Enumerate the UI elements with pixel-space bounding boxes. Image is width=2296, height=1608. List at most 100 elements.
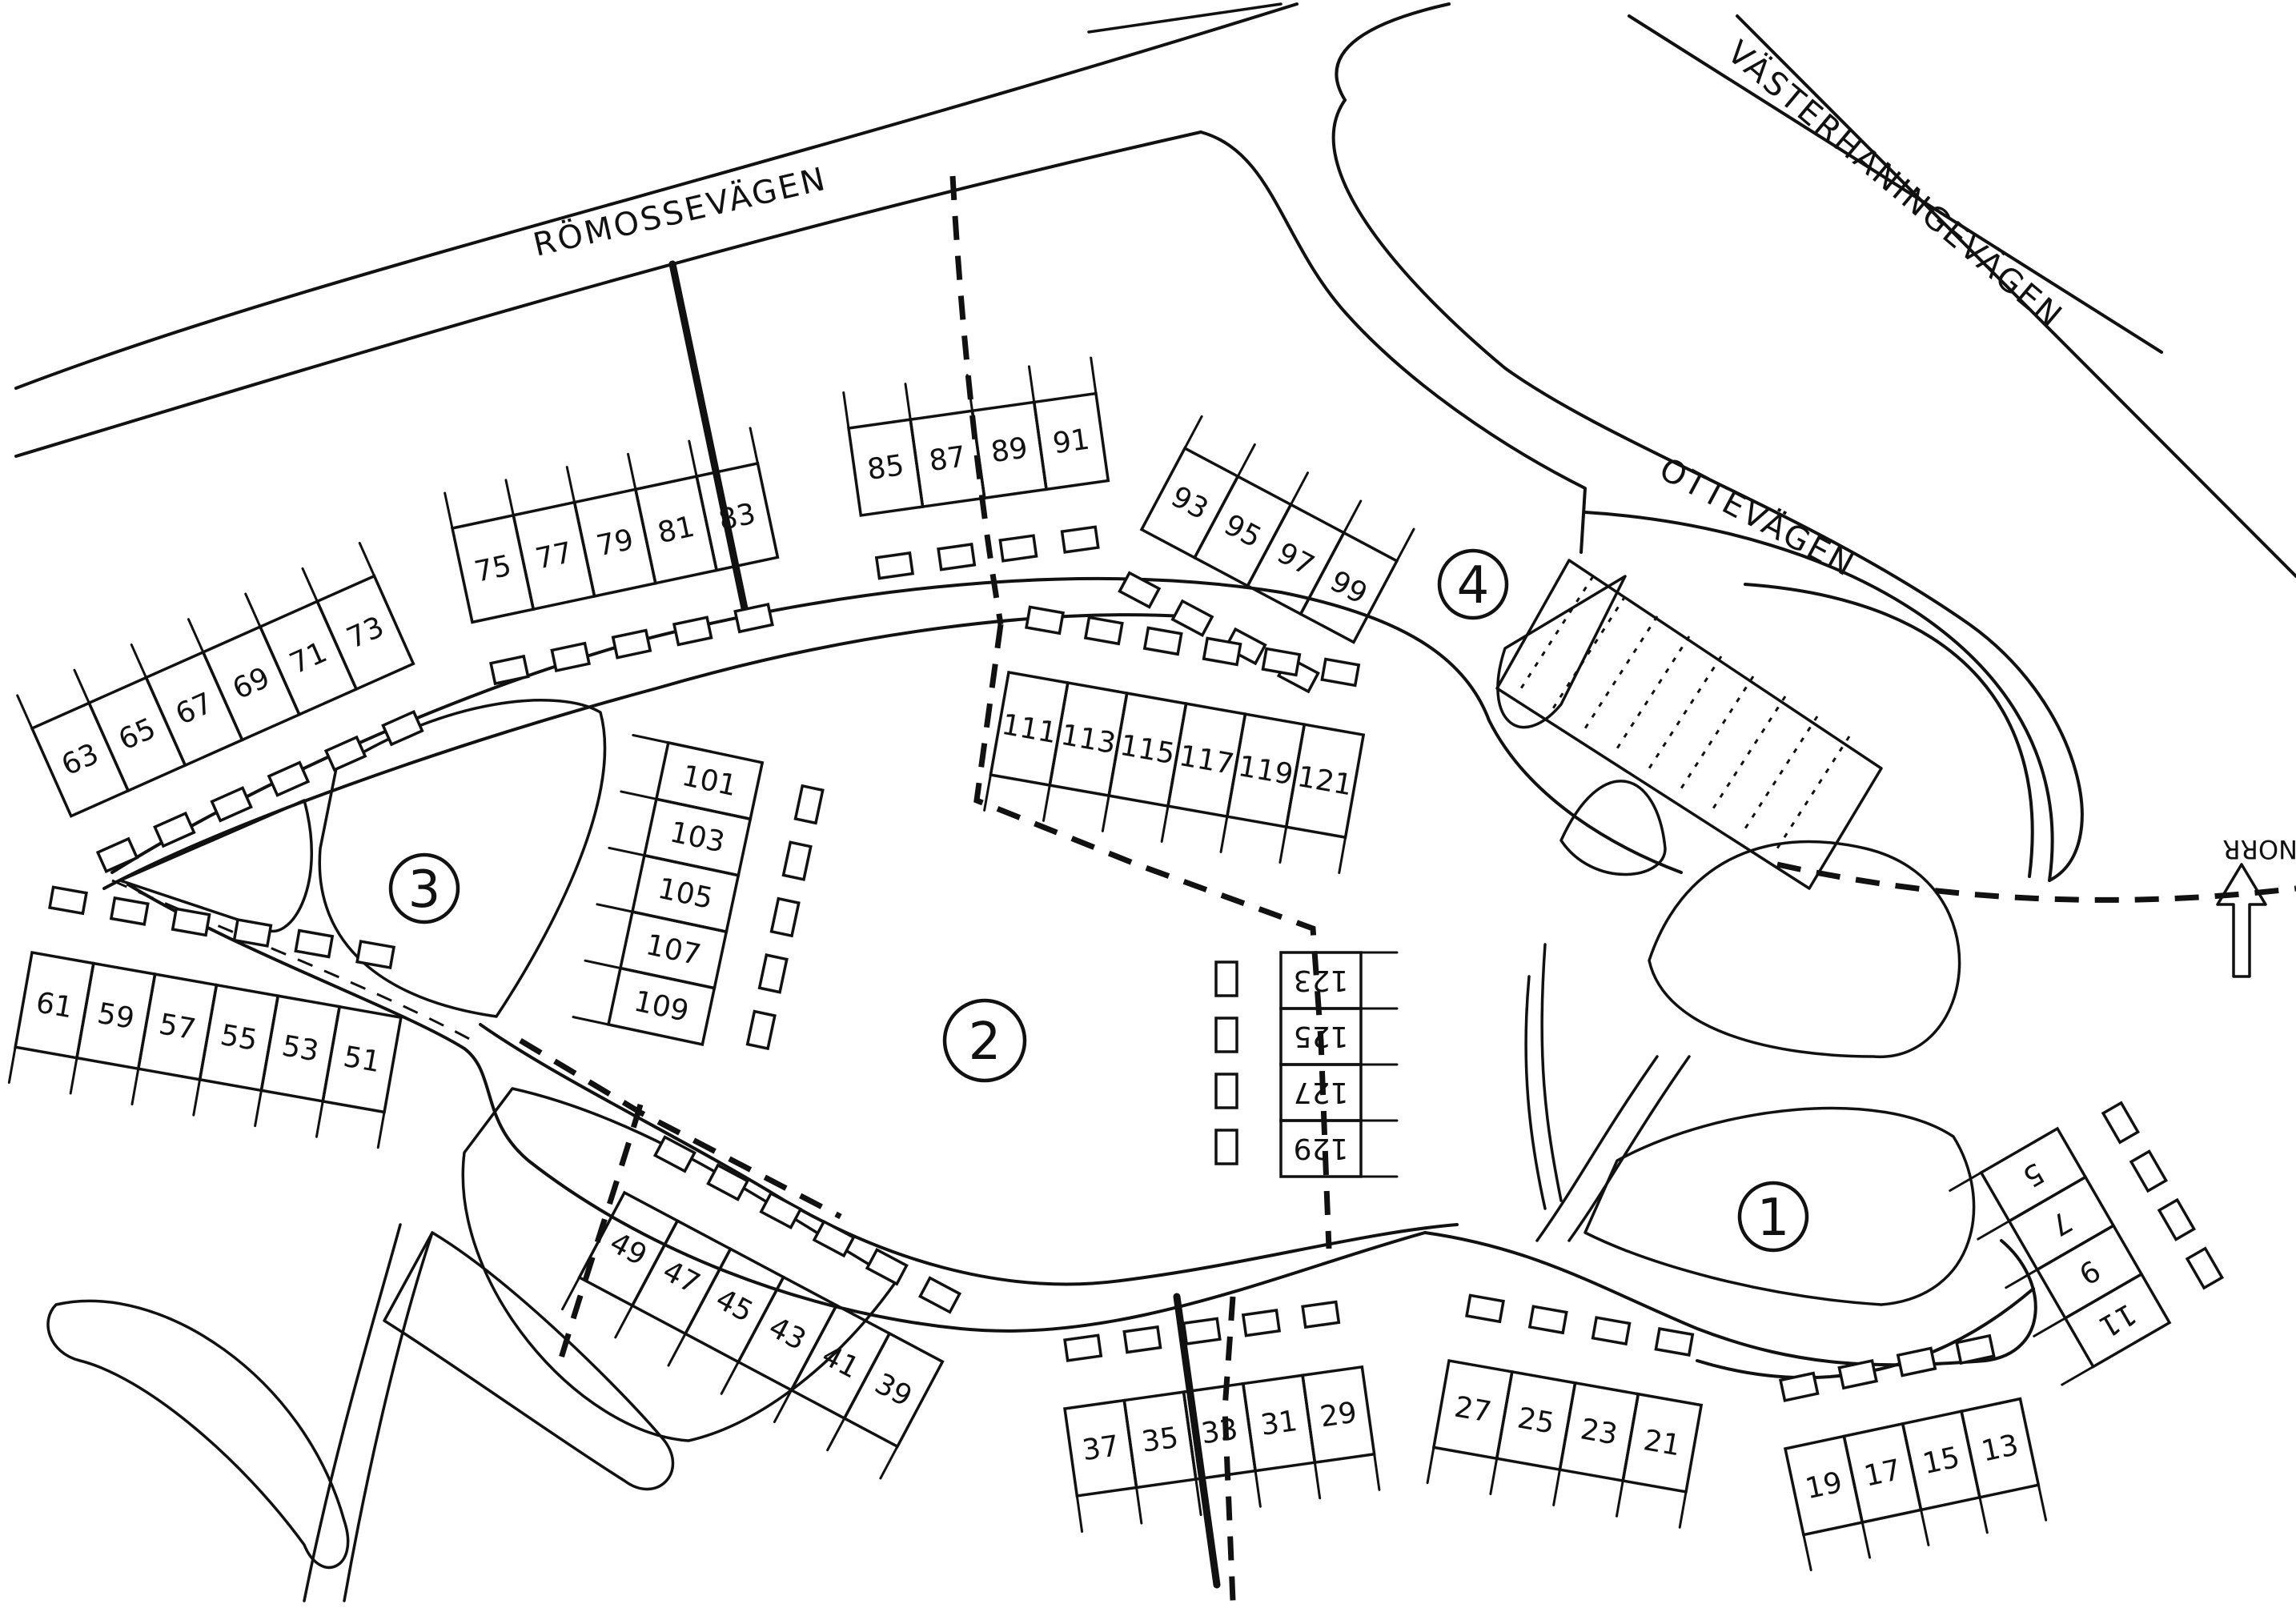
plot-boundary-tick bbox=[688, 439, 698, 478]
house-number: 55 bbox=[218, 1019, 259, 1057]
house-number: 75 bbox=[472, 549, 514, 589]
house-plot bbox=[1299, 531, 1399, 644]
house-number: 11 bbox=[2093, 1297, 2141, 1343]
house-number: 21 bbox=[1641, 1424, 1683, 1462]
garage bbox=[1118, 571, 1162, 609]
plot-boundary-tick bbox=[561, 1276, 581, 1311]
house-number: 89 bbox=[989, 431, 1030, 469]
plot-boundary-tick bbox=[244, 592, 262, 628]
garage bbox=[48, 885, 88, 916]
house-plot bbox=[321, 1004, 403, 1114]
plot-boundary-tick bbox=[130, 1067, 140, 1106]
garage bbox=[759, 1191, 803, 1230]
house-number: 109 bbox=[631, 985, 692, 1029]
garage bbox=[210, 786, 253, 823]
garage bbox=[1142, 626, 1183, 656]
area-marker-4: 4 bbox=[1437, 548, 1509, 620]
plot-boundary-tick bbox=[1160, 804, 1170, 843]
plot-boundary-tick bbox=[1289, 471, 1310, 506]
plot-boundary-tick bbox=[1042, 784, 1051, 822]
plot-boundary-tick bbox=[301, 567, 319, 603]
garage bbox=[998, 534, 1038, 563]
internal-loop-road bbox=[102, 577, 2037, 1380]
area-number-1: 1 bbox=[1757, 1189, 1790, 1248]
house-number: 87 bbox=[927, 440, 968, 478]
garage bbox=[1170, 599, 1214, 637]
plot-boundary-tick bbox=[879, 1445, 899, 1480]
plot-boundary-tick bbox=[1373, 1453, 1381, 1491]
house-number: 97 bbox=[1271, 536, 1319, 583]
plot-boundary-tick bbox=[1236, 443, 1256, 478]
plot-boundary-tick bbox=[1101, 794, 1110, 832]
house-number: 35 bbox=[1140, 1422, 1181, 1459]
plot-boundary-tick bbox=[358, 542, 376, 578]
plot-boundary-tick bbox=[614, 1304, 634, 1339]
garage bbox=[1214, 1073, 1238, 1109]
house-number: 79 bbox=[594, 523, 636, 563]
plot-boundary-tick bbox=[254, 1089, 263, 1128]
house-number: 27 bbox=[1452, 1390, 1494, 1429]
area-number-2: 2 bbox=[969, 1013, 1001, 1072]
house-plot bbox=[2063, 1272, 2172, 1369]
house-number: 29 bbox=[1318, 1397, 1359, 1434]
house-plot bbox=[315, 574, 415, 692]
house-plot bbox=[1960, 1397, 2041, 1499]
garage bbox=[781, 840, 813, 881]
house-number: 63 bbox=[57, 737, 104, 782]
plot-boundary-tick bbox=[1426, 1446, 1435, 1485]
plot-boundary-tick bbox=[1977, 1220, 2011, 1241]
plot-boundary-tick bbox=[1135, 1486, 1143, 1525]
plot-boundary-tick bbox=[1615, 1479, 1624, 1518]
parking-area bbox=[1495, 559, 1883, 890]
plot-boundary-tick bbox=[720, 1361, 740, 1395]
plot-boundary-tick bbox=[965, 374, 973, 412]
plot-boundary-tick bbox=[773, 1389, 793, 1424]
house-number: 85 bbox=[865, 449, 906, 487]
house-number: 91 bbox=[1051, 423, 1092, 460]
garage bbox=[153, 811, 196, 848]
house-number: 129 bbox=[1294, 1132, 1349, 1165]
north-arrow: NORR bbox=[2216, 834, 2296, 978]
house-number: 41 bbox=[817, 1339, 865, 1385]
plot-boundary-tick bbox=[572, 1016, 610, 1026]
garage bbox=[1214, 1017, 1238, 1053]
garage bbox=[1465, 1293, 1505, 1324]
garage bbox=[1527, 1305, 1568, 1335]
garage bbox=[793, 784, 825, 825]
garage bbox=[2101, 1101, 2141, 1145]
house-number: 119 bbox=[1236, 750, 1296, 792]
house-plot bbox=[695, 461, 780, 572]
plot-boundary-tick bbox=[7, 1045, 17, 1084]
plot-boundary-tick bbox=[1802, 1534, 1812, 1572]
house-number: 37 bbox=[1080, 1430, 1121, 1467]
garage bbox=[1591, 1316, 1632, 1346]
garage bbox=[769, 896, 801, 938]
garage bbox=[267, 760, 311, 797]
house-plot bbox=[654, 740, 765, 821]
garage bbox=[1301, 1300, 1341, 1329]
plot-boundary-tick bbox=[620, 790, 658, 800]
plot-boundary-tick bbox=[1343, 499, 1363, 535]
house-number: 123 bbox=[1294, 964, 1349, 996]
plot-boundary-tick bbox=[1920, 1508, 1930, 1546]
house-number: 105 bbox=[655, 872, 716, 916]
garage bbox=[1063, 1333, 1103, 1362]
garage bbox=[2157, 1197, 2197, 1241]
plot-boundary-tick bbox=[904, 383, 912, 421]
house-number: 59 bbox=[95, 997, 137, 1036]
plot-boundary-tick bbox=[826, 1417, 846, 1452]
garage bbox=[652, 1135, 696, 1173]
house-number: 125 bbox=[1294, 1020, 1349, 1053]
house-number: 127 bbox=[1294, 1076, 1349, 1109]
plot-boundary-tick bbox=[1278, 825, 1288, 864]
house-number: 9 bbox=[2073, 1253, 2105, 1290]
plot-boundary-tick bbox=[73, 668, 90, 704]
